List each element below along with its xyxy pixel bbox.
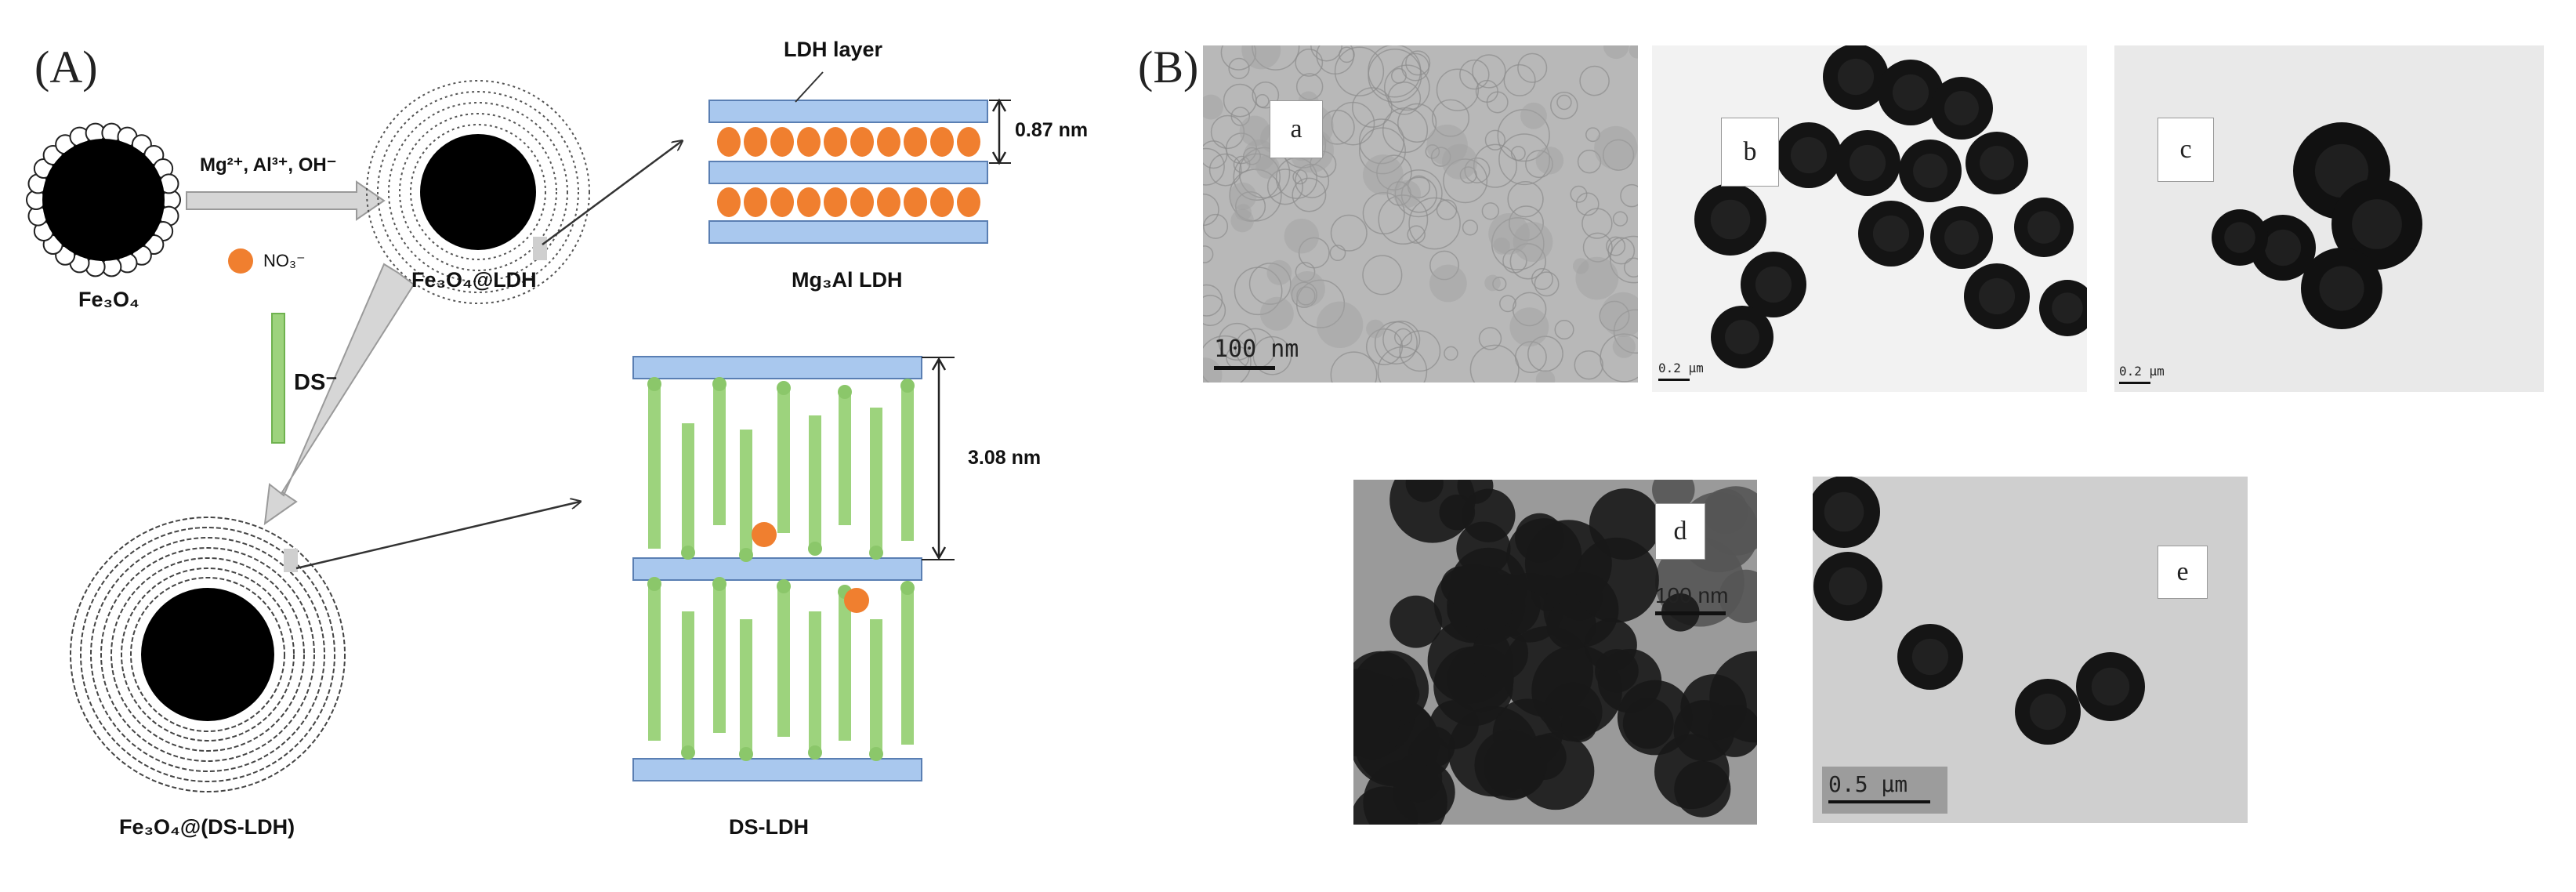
fe3o4-ds-ldh-label: Fe₃O₄@(DS-LDH) [119,815,295,839]
ds-ldh-label: DS-LDH [729,815,809,839]
tem-image-e: e 0.5 μm [1813,477,2248,823]
ds-bar [272,314,284,443]
zoom-arrow-ldh [542,141,682,245]
ldh-layer-label: LDH layer [784,38,882,62]
reaction-arrow [187,182,384,219]
nitrate-dot [228,248,253,274]
fe3o4-ds-ldh-particle [71,517,345,792]
ds-ldh-structure [633,357,955,781]
fe3o4-label: Fe₃O₄ [78,288,139,312]
mg3al-ldh-structure [709,100,1011,243]
panel-b-label: (B) [1138,41,1198,93]
nitrate-label: NO₃⁻ [263,251,306,271]
tem-image-a: a 100 nm [1203,45,1638,383]
tem-tag-a: a [1270,100,1323,158]
tem-tag-c: c [2158,118,2214,182]
reagents-label: Mg²⁺, Al³⁺, OH⁻ [200,154,336,176]
tem-image-d: d 100 nm [1353,480,1757,825]
tem-scale-d: 100 nm [1655,583,1728,615]
ldh-layer-pointer [795,72,823,102]
synthesis-schema [0,0,1176,892]
tem-scale-b: 0.2 μm [1658,361,1704,381]
spacing-ds-label: 3.08 nm [968,447,1041,470]
tem-scale-c: 0.2 μm [2119,364,2165,384]
ds-label: DS⁻ [294,368,338,396]
tem-tag-d: d [1655,503,1705,560]
mg3al-ldh-label: Mg₃Al LDH [792,268,902,292]
tem-tag-e: e [2158,546,2208,599]
fe3o4-ldh-label: Fe₃O₄@LDH [411,268,537,292]
spacing-mgal-label: 0.87 nm [1015,119,1088,142]
tem-image-b: b 0.2 μm [1652,45,2087,392]
tem-scale-a: 100 nm [1214,335,1299,370]
intercalation-arrow [265,264,414,524]
zoom-arrow-ds-ldh [296,502,580,568]
tem-image-c: c 0.2 μm [2114,45,2544,392]
fe3o4-particle [27,124,180,277]
tem-tag-b: b [1721,118,1779,187]
tem-scale-e: 0.5 μm [1822,767,1947,814]
